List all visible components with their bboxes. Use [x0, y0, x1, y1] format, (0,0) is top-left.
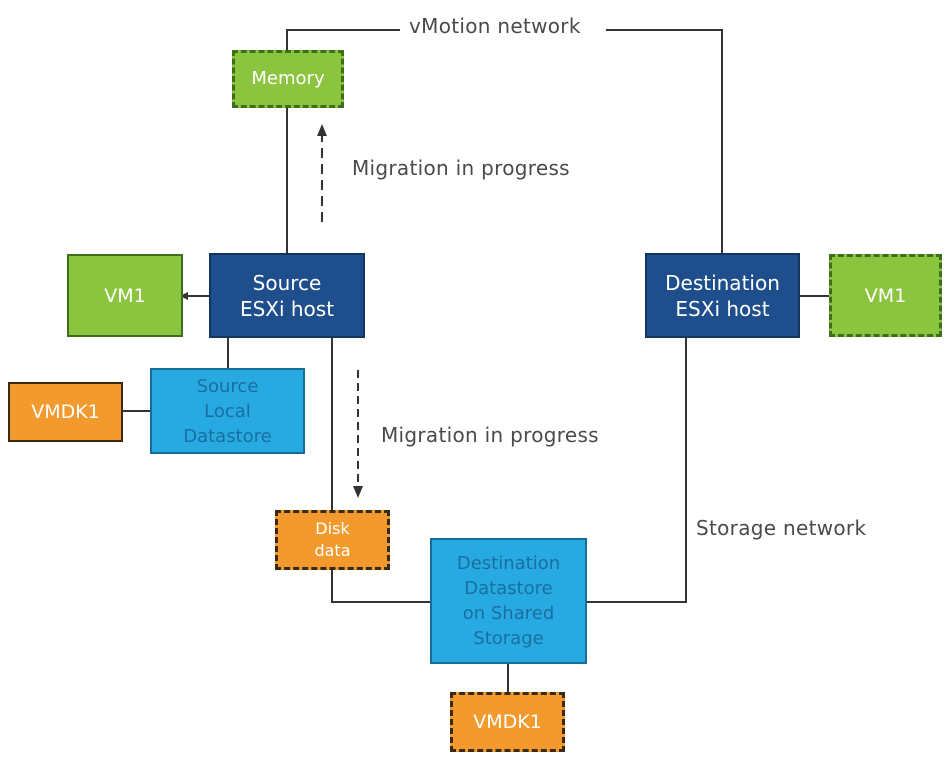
disk-migration-arrowhead [353, 486, 363, 498]
destination-esxi-host: Destination ESXi host [645, 253, 800, 338]
source-esxi-host: Source ESXi host [209, 253, 365, 338]
source-vm-box: VM1 [67, 254, 183, 337]
source-vm-arrowhead [180, 292, 188, 300]
source-vmdk-box: VMDK1 [8, 382, 123, 442]
source-local-datastore: Source Local Datastore [150, 368, 305, 454]
disk-migration-label: Migration in progress [381, 423, 599, 447]
storage-network-line [587, 338, 687, 603]
source-storage-line [331, 338, 430, 603]
storage-network-label: Storage network [696, 516, 867, 540]
memory-migration-label: Migration in progress [352, 156, 570, 180]
vmotion-network-label: vMotion network [409, 14, 581, 38]
destination-shared-datastore: Destination Datastore on Shared Storage [430, 538, 587, 664]
destination-vm-box: VM1 [829, 254, 942, 337]
vmotion-network-line-right [606, 29, 723, 253]
memory-migration-arrowhead [317, 124, 327, 136]
destination-vmdk-box: VMDK1 [450, 692, 565, 752]
vmotion-network-line [286, 29, 400, 253]
memory-box: Memory [232, 50, 344, 108]
disk-data-box: Disk data [275, 510, 390, 570]
